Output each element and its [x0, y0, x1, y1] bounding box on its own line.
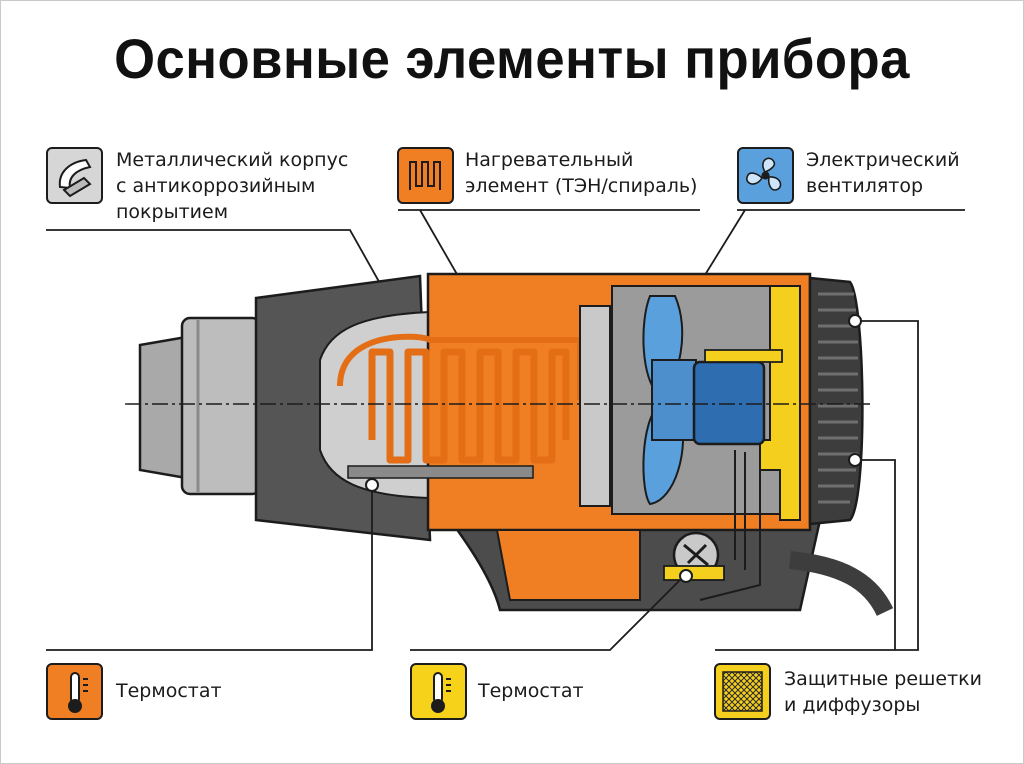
housing-icon	[46, 147, 103, 204]
fan-label: Электрический вентилятор	[806, 149, 960, 197]
thermostat-mid-leader	[410, 579, 681, 651]
thermostat-left-label: Термостат	[116, 680, 222, 702]
thermometer-icon-mid	[410, 663, 467, 720]
page-title: Основные элементы прибора	[114, 27, 910, 90]
heating-coil-icon	[397, 147, 454, 204]
thermostat-left-marker	[365, 478, 379, 492]
thermometer-icon-left	[46, 663, 103, 720]
fan-icon	[737, 147, 794, 204]
thermostat-left-leader	[46, 491, 373, 651]
heater-label: Нагревательный элемент (ТЭН/спираль)	[465, 149, 698, 197]
grilles-label: Защитные решетки и диффузоры	[784, 668, 983, 716]
thermostat-mid-label: Термостат	[478, 680, 584, 702]
thermostat-mid-marker	[679, 569, 693, 583]
grille-leader	[715, 320, 919, 651]
grille-marker-bottom	[848, 453, 862, 467]
housing-leader	[46, 229, 383, 288]
grille-marker-top	[848, 314, 862, 328]
housing-label: Металлический корпус с антикоррозийным п…	[116, 149, 349, 223]
heat-gun	[125, 272, 894, 617]
grille-mesh-icon	[714, 663, 771, 720]
